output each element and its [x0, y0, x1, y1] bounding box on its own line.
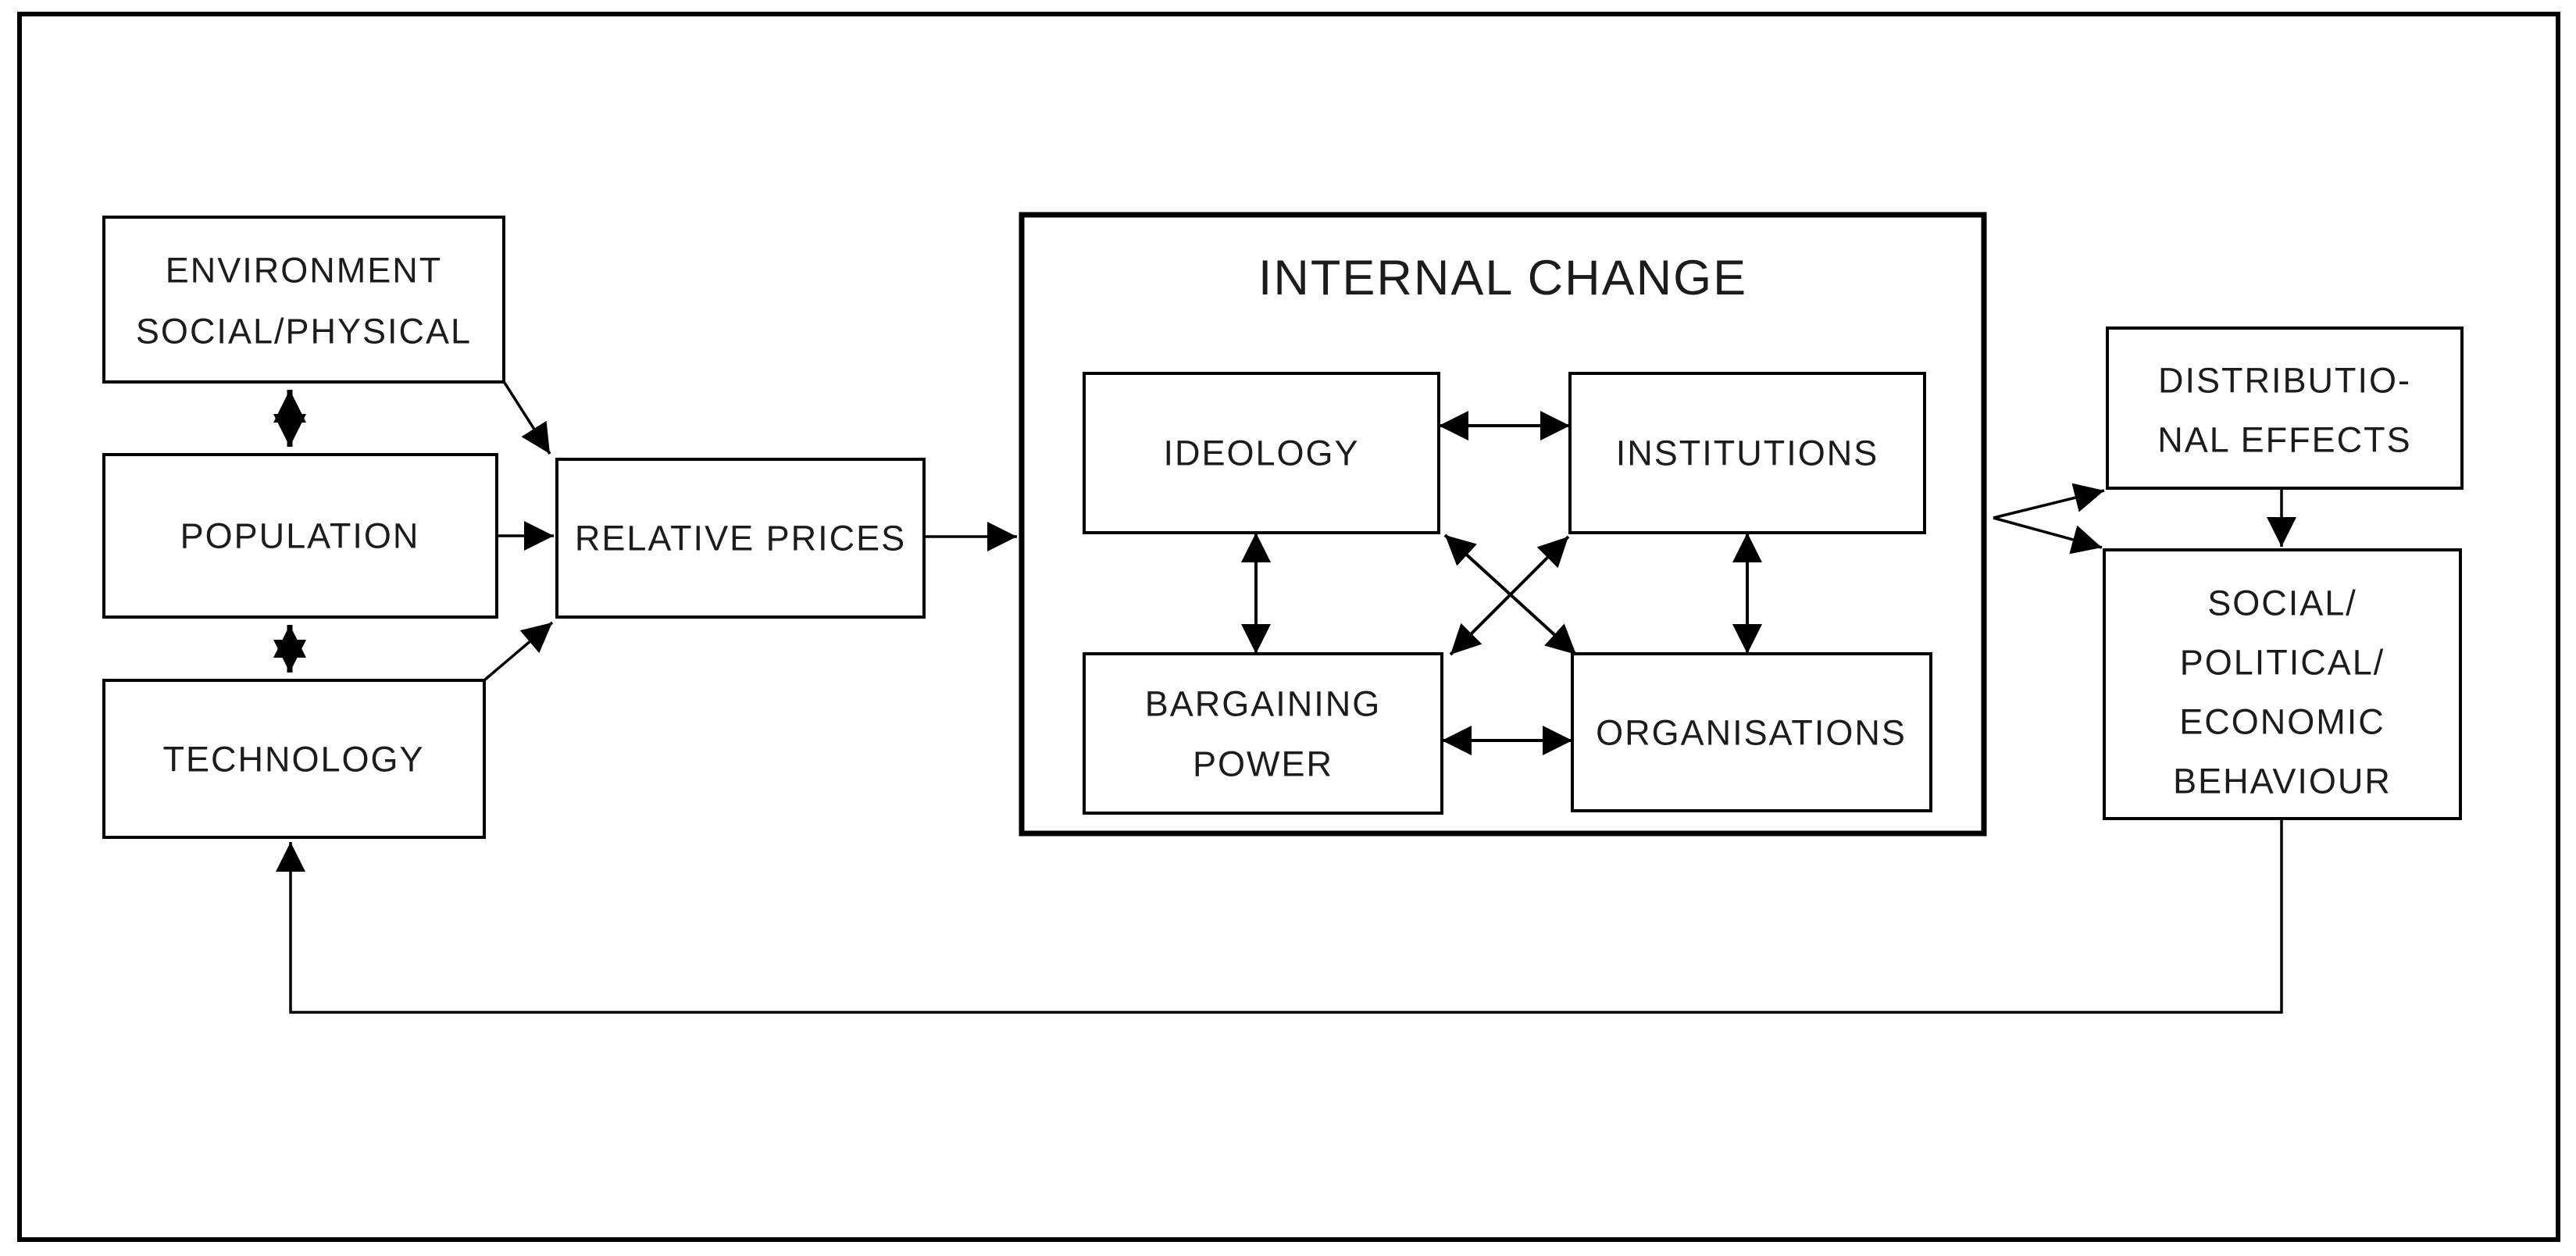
arrow-internal-change-behaviour: [1993, 516, 2103, 555]
ideology-label: IDEOLOGY: [1163, 434, 1359, 473]
organisations-label: ORGANISATIONS: [1596, 713, 1907, 753]
bargaining-power-label-line1: BARGAINING: [1145, 684, 1382, 724]
environment-label-line1: ENVIRONMENT: [166, 251, 443, 291]
distributional-effects-label-line1: DISTRIBUTIO-: [2158, 361, 2411, 401]
arrow-behaviour-technology-feedback: [276, 819, 2283, 1014]
institutions-label: INSTITUTIONS: [1616, 434, 1879, 473]
population-box: [102, 453, 498, 619]
environment-box: [102, 216, 505, 384]
arrow-institutions-bargaining-power: [1449, 535, 1570, 656]
relative-prices-label: RELATIVE PRICES: [575, 519, 906, 558]
ideology-box: [1083, 372, 1440, 534]
technology-box: [102, 679, 486, 839]
population-label: POPULATION: [180, 516, 420, 556]
arrow-internal-change-distributional-effects: [1993, 483, 2105, 519]
internal-change-title: INTERNAL CHANGE: [1258, 251, 1747, 305]
technology-label: TECHNOLOGY: [162, 740, 424, 780]
behaviour-label-line3: ECONOMIC: [2179, 702, 2385, 742]
behaviour-label-line1: SOCIAL/: [2207, 583, 2357, 623]
internal-change-box: [1019, 212, 1987, 837]
arrow-technology-relative-prices: [483, 621, 554, 681]
bargaining-power-label-line2: POWER: [1193, 744, 1333, 784]
distributional-effects-label-line2: NAL EFFECTS: [2157, 420, 2411, 460]
environment-label-line2: SOCIAL/PHYSICAL: [136, 312, 472, 351]
behaviour-label-line2: POLITICAL/: [2180, 643, 2385, 683]
relative-prices-box: [555, 458, 926, 619]
behaviour-box: [2103, 548, 2462, 820]
behaviour-label-line4: BEHAVIOUR: [2173, 762, 2392, 801]
distributional-effects-box: [2106, 326, 2464, 490]
institutions-box: [1568, 372, 1926, 534]
organisations-box: [1571, 652, 1932, 812]
outer-frame: [17, 12, 2560, 1242]
arrow-environment-relative-prices: [503, 382, 551, 455]
bargaining-power-box: [1083, 652, 1443, 815]
